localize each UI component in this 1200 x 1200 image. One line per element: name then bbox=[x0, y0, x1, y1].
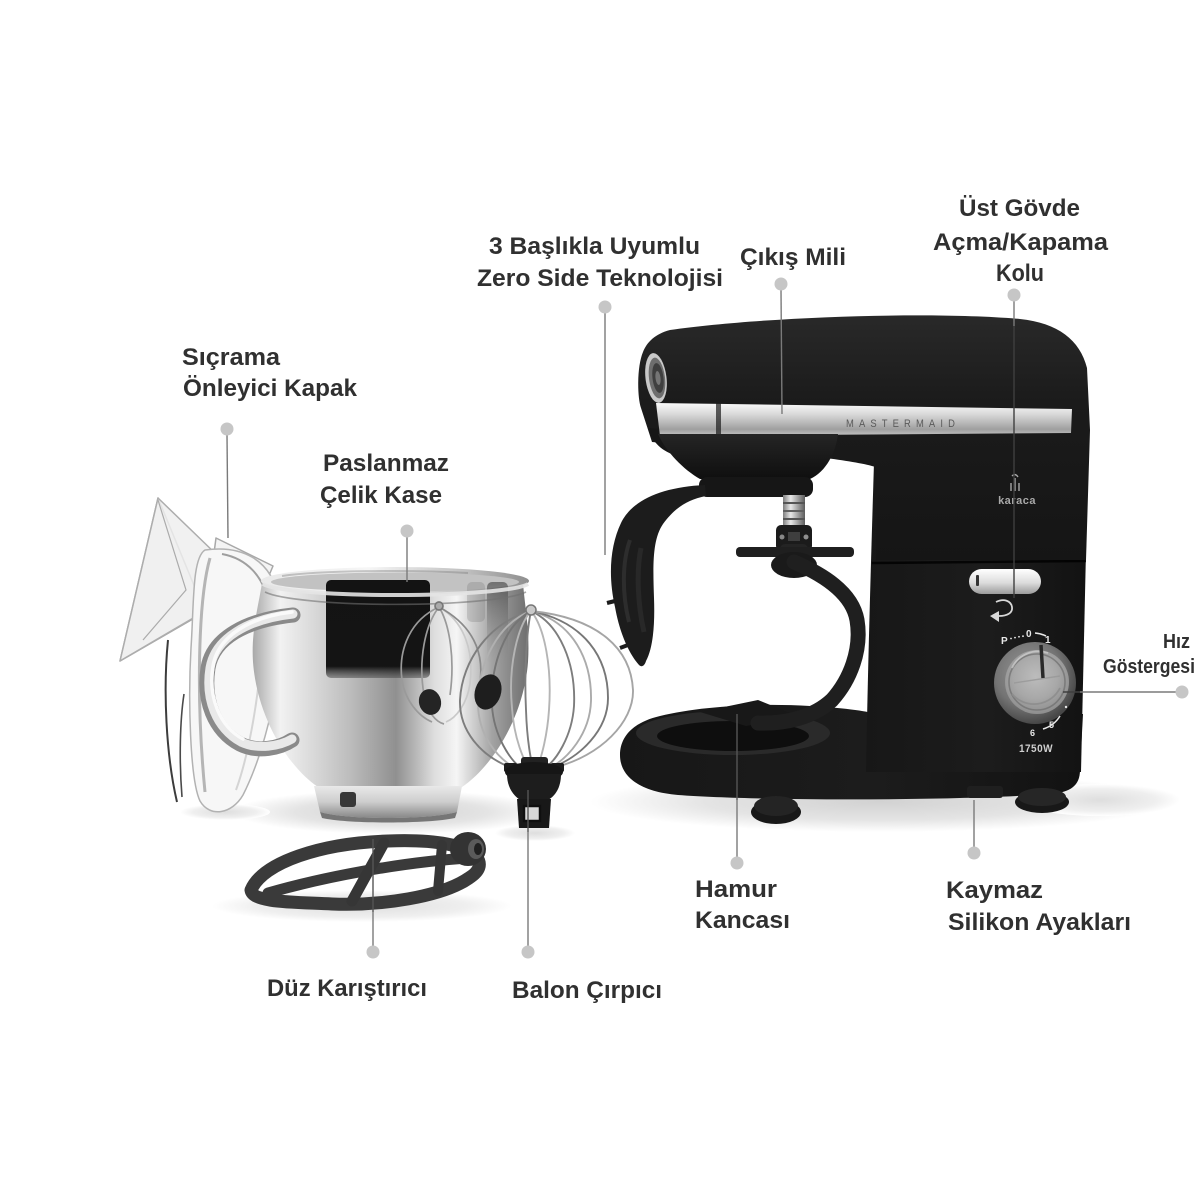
svg-text:Balon Çırpıcı: Balon Çırpıcı bbox=[512, 977, 662, 1004]
svg-text:Hamur: Hamur bbox=[695, 876, 777, 903]
svg-text:Üst Gövde: Üst Gövde bbox=[959, 195, 1080, 222]
svg-text:3 Başlıkla Uyumlu: 3 Başlıkla Uyumlu bbox=[489, 233, 700, 260]
svg-text:Düz Karıştırıcı: Düz Karıştırıcı bbox=[267, 975, 427, 1002]
svg-text:Hız: Hız bbox=[1163, 631, 1190, 653]
svg-text:Kancası: Kancası bbox=[695, 907, 790, 934]
svg-text:karaca: karaca bbox=[998, 495, 1036, 507]
svg-text:1750W: 1750W bbox=[1019, 743, 1053, 755]
svg-text:Sıçrama: Sıçrama bbox=[182, 344, 281, 371]
svg-text:Açma/Kapama: Açma/Kapama bbox=[933, 229, 1109, 256]
svg-text:Göstergesi: Göstergesi bbox=[1103, 656, 1195, 678]
svg-text:MASTERMAID: MASTERMAID bbox=[846, 418, 960, 430]
svg-text:1: 1 bbox=[1045, 635, 1051, 646]
svg-text:Çıkış Mili: Çıkış Mili bbox=[740, 244, 846, 271]
svg-text:Kaymaz: Kaymaz bbox=[946, 877, 1043, 904]
svg-text:0: 0 bbox=[1026, 629, 1032, 640]
svg-text:6: 6 bbox=[1030, 728, 1035, 738]
svg-text:Paslanmaz: Paslanmaz bbox=[323, 450, 449, 477]
svg-text:Kolu: Kolu bbox=[996, 260, 1044, 287]
svg-text:Zero Side Teknolojisi: Zero Side Teknolojisi bbox=[477, 265, 723, 292]
svg-text:Çelik Kase: Çelik Kase bbox=[320, 482, 442, 509]
svg-text:5: 5 bbox=[1049, 720, 1054, 730]
svg-text:P: P bbox=[1001, 636, 1008, 647]
svg-text:Silikon Ayakları: Silikon Ayakları bbox=[948, 909, 1131, 936]
svg-text:Önleyici Kapak: Önleyici Kapak bbox=[183, 375, 358, 402]
